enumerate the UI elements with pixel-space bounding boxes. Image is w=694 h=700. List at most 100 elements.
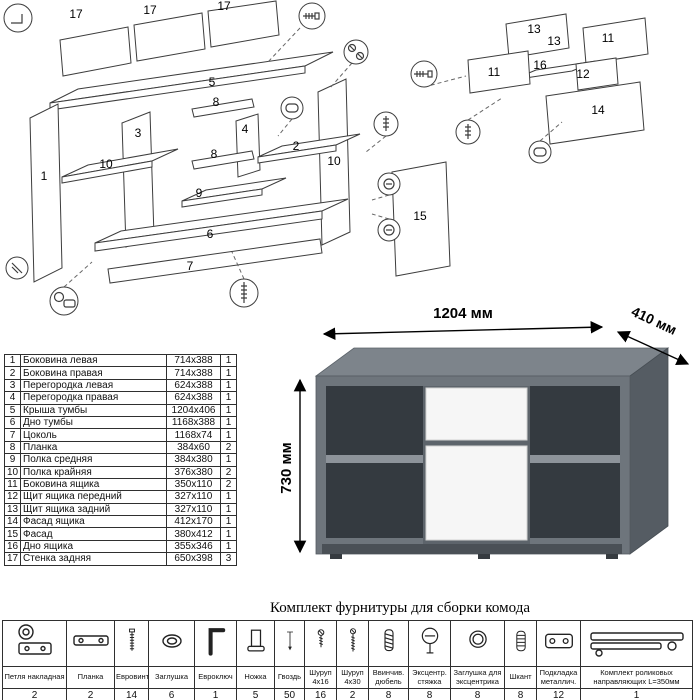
part-size: 650x398	[166, 552, 221, 566]
part-size: 384x380	[166, 453, 221, 467]
hardware-qty: 8	[504, 688, 537, 700]
foot	[478, 554, 490, 559]
part-callout-number: 12	[576, 67, 590, 81]
part-callout-number: 17	[69, 7, 83, 21]
part-callout-number: 8	[211, 147, 218, 161]
bracket-detail-icon	[11, 14, 23, 24]
height-dimension-label: 730 мм	[278, 442, 295, 493]
part-qty: 2	[220, 465, 237, 479]
hardware-qty: 8	[368, 688, 409, 700]
part-number: 16	[4, 539, 21, 554]
hinge-icon	[17, 624, 52, 655]
panel-bottom-edge	[94, 210, 323, 252]
confirmat-screw-icon	[303, 12, 320, 20]
part-number: 12	[4, 490, 21, 504]
hardware-name: Петля накладная	[2, 666, 67, 689]
panel-rail	[191, 150, 255, 170]
hardware-icon-cell	[408, 620, 451, 667]
part-callout-number: 11	[602, 31, 615, 45]
right-shelf	[530, 455, 620, 463]
long-screw-icon	[241, 282, 247, 303]
hardware-icon-cell	[304, 620, 337, 667]
part-size: 1168x388	[166, 415, 221, 430]
part-qty: 1	[220, 366, 237, 380]
width-dimension-arrow	[322, 320, 604, 341]
part-name: Стенка задняя	[20, 552, 167, 566]
dowel-icon	[285, 103, 299, 113]
hex-key-icon	[208, 628, 225, 656]
cap-icon	[161, 634, 182, 648]
panel-back-wall	[207, 0, 280, 48]
part-size: 327x110	[166, 502, 221, 517]
hardware-icon-cell	[450, 620, 505, 667]
part-callout-number: 13	[547, 34, 561, 48]
foot-icon	[246, 629, 265, 652]
part-callout-number: 17	[143, 3, 157, 17]
hardware-name: Евроключ	[194, 666, 237, 689]
part-callout-number: 16	[533, 58, 547, 72]
hardware-name: Ввинчив. дюбель	[368, 666, 409, 689]
hardware-name: Эксцентр. стяжка	[408, 666, 451, 689]
hardware-qty: 12	[536, 688, 581, 700]
hardware-icon-cell	[336, 620, 369, 667]
part-qty: 1	[220, 415, 237, 430]
confirmat-screw-icon	[128, 628, 135, 651]
part-name: Дно тумбы	[20, 415, 167, 430]
nail-icon	[286, 631, 293, 651]
screw-heads-icon	[347, 43, 365, 61]
hardware-qty: 6	[148, 688, 195, 700]
part-callout-number: 6	[207, 227, 214, 241]
panel-door	[391, 161, 451, 277]
part-qty: 3	[220, 552, 237, 566]
panel-plinth	[107, 238, 323, 284]
part-qty: 1	[220, 428, 237, 442]
part-number: 2	[4, 366, 21, 380]
part-callout-number: 3	[135, 126, 142, 140]
cam-lock-icon	[383, 178, 395, 190]
part-size: 1204x406	[166, 403, 221, 417]
part-number: 7	[4, 428, 21, 442]
part-number: 5	[4, 403, 21, 417]
dresser-side-face	[629, 347, 669, 555]
threaded-dowel-icon	[383, 629, 394, 652]
part-size: 376x380	[166, 465, 221, 479]
screw-icon	[383, 116, 389, 131]
dowel-icon	[533, 147, 547, 157]
part-number: 13	[4, 502, 21, 517]
part-qty: 1	[220, 353, 237, 368]
part-name: Полка средняя	[20, 453, 167, 467]
panel-back-wall	[59, 26, 132, 77]
confirmat-screw-icon	[414, 70, 433, 78]
hardware-icon-cell	[504, 620, 537, 667]
product-render: 1204 мм 410 мм 730 мм	[278, 303, 690, 559]
hardware-qty: 1	[580, 688, 693, 700]
hardware-name: Заглушка	[148, 666, 195, 689]
hinge-detail-icon	[53, 291, 76, 308]
small-screw-icon	[11, 262, 23, 274]
hardware-qty: 5	[236, 688, 275, 700]
part-name: Планка	[20, 440, 167, 455]
part-callout-number: 1	[41, 169, 48, 183]
cam-lock-icon	[383, 224, 395, 236]
drawer-front-shield	[575, 57, 619, 91]
part-name: Фасад	[20, 527, 167, 541]
assembly-axis-lines	[63, 27, 563, 288]
hardware-callout-glyphs	[11, 12, 547, 308]
hardware-name: Заглушка для эксцентрика	[450, 666, 505, 689]
part-size: 384x60	[166, 440, 221, 455]
hardware-icon-cell	[236, 620, 275, 667]
part-qty: 2	[220, 440, 237, 455]
panel-shelf-left-edge	[61, 160, 153, 184]
depth-dimension-arrow	[616, 330, 690, 366]
part-callout-number: 10	[99, 157, 113, 171]
part-number: 14	[4, 515, 21, 529]
hardware-icon-cell	[580, 620, 693, 667]
